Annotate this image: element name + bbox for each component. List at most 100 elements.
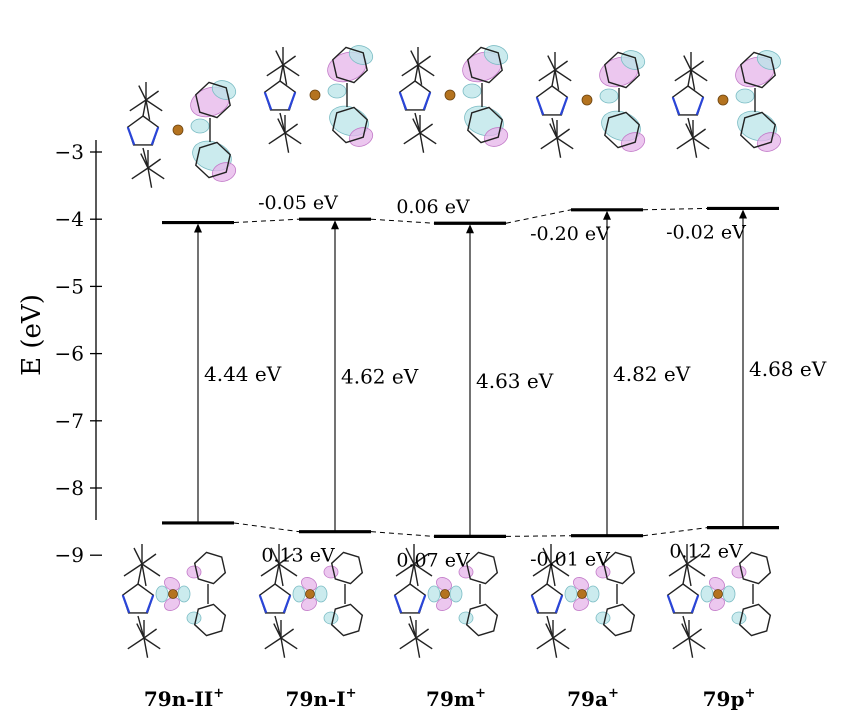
bond [682,615,690,639]
compound-labels: 79n-II+79n-I+79m+79a+79p+ [144,686,756,711]
tert-butyl-bond [403,132,421,145]
compound-label: 79a+ [567,686,619,711]
compound-label: 79n-II+ [144,686,224,711]
orbital-lobe-positive [164,597,180,611]
bond [682,563,688,585]
homo-diff-label: 0.07 eV [396,549,470,571]
compound-charge: + [213,686,224,701]
tert-butyl-bond [282,64,300,77]
aromatic-ring [193,551,227,585]
y-tick-label: −9 [55,543,84,567]
gap-label: 4.62 eV [341,364,419,388]
nitrogen-bond [690,594,700,614]
tert-butyl-bond [547,55,556,71]
copper-atom [577,589,587,599]
tert-butyl-bond [552,637,558,658]
lumo-diff-label: -0.20 eV [530,223,610,245]
compound-name: 79m [426,687,475,711]
copper-atom [172,124,184,136]
imidazole-ring [666,583,700,614]
tert-butyl-bond [674,69,692,82]
tert-butyl-bond [686,553,702,565]
homo-orbital-renderings [121,544,772,658]
aromatic-ring [467,46,503,84]
orbital-lobe-negative [599,88,619,104]
tert-butyl-bond [690,69,696,90]
tert-butyl-bond [268,132,286,145]
orbital-lobe-positive [573,597,589,611]
compound-name: 79n-II [144,687,213,711]
y-axis-label: E (eV) [17,294,47,376]
orbital-lobe-negative [564,585,578,603]
y-tick-label: −4 [55,207,84,231]
bond [546,563,552,585]
tert-butyl-bond [532,563,552,577]
orbital-lobe-negative [155,585,169,603]
orbital-lobe-negative [462,83,482,99]
orbital-lobe-negative [595,611,611,625]
compound-label: 79n-I+ [286,686,357,711]
copper-atom [305,589,315,599]
tert-butyl-bond [419,123,434,134]
orbital-lobe-negative [449,585,463,603]
orbital-lobe-positive [709,597,725,611]
tert-butyl-bond [417,55,432,66]
tert-butyl-bond [133,547,143,565]
lumo-molecule [535,50,646,158]
tert-butyl-bond [143,628,158,639]
copper-atom [168,589,178,599]
orbital-lobe-negative [190,118,210,134]
tert-butyl-bond [676,137,694,150]
tert-butyl-bond [550,563,570,577]
nitrogen-bond [393,594,403,614]
tert-butyl-bond [141,563,161,577]
tert-butyl-bond [415,637,433,650]
tert-butyl-bond [686,563,692,587]
aromatic-ring [604,111,640,149]
aromatic-ring [740,111,776,149]
y-tick-label: −6 [55,342,84,366]
tert-butyl-bond [413,553,429,565]
nitrogen-bond [121,594,131,614]
copper-atom [309,89,321,101]
tert-butyl-bond [688,637,694,658]
lumo-orbital-renderings [126,45,782,188]
nitrogen-bond [695,96,705,116]
homo-molecule [530,544,636,658]
tert-butyl-bond [668,563,688,577]
nitrogen-bond [258,594,268,614]
tert-butyl-bond [270,547,280,565]
orbital-lobe-negative [427,585,441,603]
tert-butyl-bond [278,563,284,587]
imidazole-ring [263,80,297,111]
tert-butyl-bond [405,547,415,565]
imidazole-ring [671,85,705,116]
tert-butyl-bond [552,628,567,639]
bond [142,99,147,117]
bond [279,112,286,134]
lumo-molecule [398,45,509,153]
tert-butyl-bond [690,69,708,82]
bond [551,69,556,87]
imidazole-ring [258,583,292,614]
tert-butyl-bond [413,563,419,587]
bond [409,563,415,585]
imidazole-ring [530,583,564,614]
tert-butyl-bond [540,137,558,150]
lumo-molecule [671,50,782,158]
tert-butyl-bond [417,64,423,85]
lumo-diff-label: -0.02 eV [666,221,746,243]
bond [546,615,554,639]
orbital-lobe-positive [323,565,339,579]
bond [137,563,143,585]
tert-butyl-bond [688,637,706,650]
aromatic-ring [195,81,231,119]
orbital-lobe-negative [323,611,339,625]
gap-label: 4.82 eV [613,362,691,386]
aromatic-ring [332,106,368,144]
gap-arrowhead [194,223,202,233]
aromatic-ring [195,141,231,179]
tert-butyl-bond [282,64,288,85]
homo-connector [233,522,300,533]
orbital-lobe-negative [731,611,747,625]
